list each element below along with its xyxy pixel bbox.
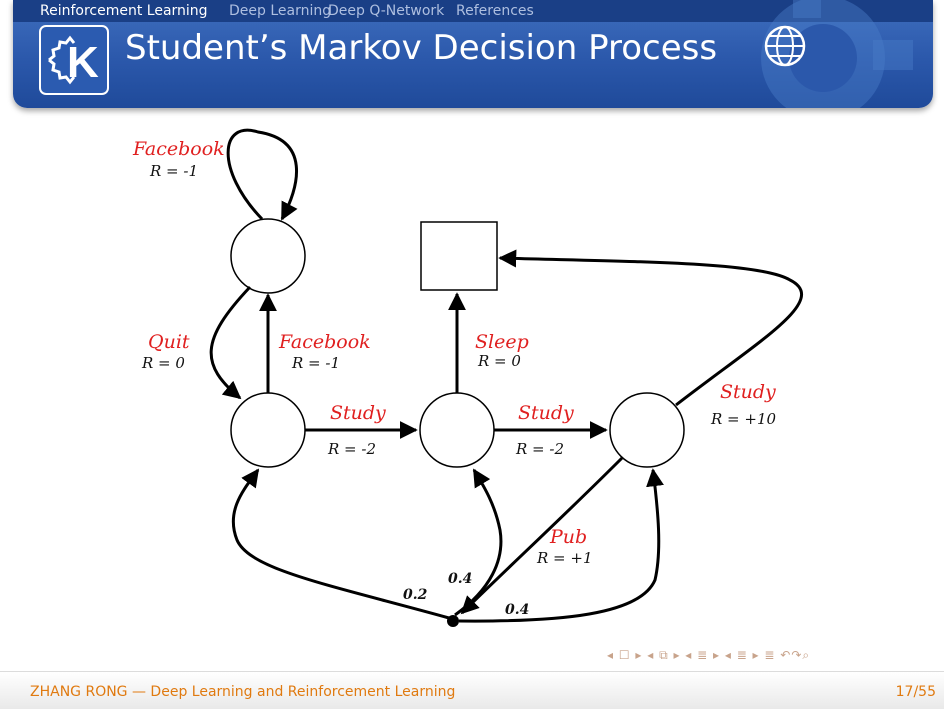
- label-study-2: Study: [518, 402, 574, 424]
- slide-footer: ZHANG RONG — Deep Learning and Reinforce…: [0, 671, 944, 709]
- beamer-navigation-controls[interactable]: ◂ ☐ ▸ ◂ ⧉ ▸ ◂ ≣ ▸ ◂ ≣ ▸ ≣ ↶↷⌕: [607, 648, 811, 662]
- state-facebook: [230, 218, 306, 294]
- pub-chance-node: [447, 615, 459, 627]
- state-class-2: [419, 392, 495, 468]
- reward-quit: R = 0: [141, 354, 185, 372]
- label-study-3: Study: [720, 381, 776, 403]
- footer-page-number: 17/55: [895, 684, 936, 700]
- edge-prob-to-class-3: [458, 468, 664, 623]
- nav-deep-learning[interactable]: Deep Learning: [229, 3, 332, 19]
- label-facebook-mid: Facebook: [278, 331, 371, 353]
- label-quit: Quit: [148, 331, 190, 353]
- prob-left: 0.2: [403, 587, 428, 603]
- prob-mid: 0.4: [448, 571, 472, 587]
- edge-pub: [460, 456, 624, 615]
- reward-study-1: R = -2: [327, 440, 376, 458]
- label-pub: Pub: [549, 526, 587, 548]
- edge-quit: [209, 285, 252, 400]
- globe-icon: [764, 25, 806, 67]
- reward-sleep: R = 0: [477, 352, 521, 370]
- state-class-1: [230, 392, 306, 468]
- label-study-1: Study: [330, 402, 386, 424]
- slide-header: Reinforcement Learning Deep Learning Dee…: [13, 0, 933, 108]
- nav-references[interactable]: References: [456, 3, 534, 19]
- label-facebook-top: Facebook: [132, 138, 225, 160]
- reward-study-2: R = -2: [515, 440, 564, 458]
- reward-facebook-top: R = -1: [149, 162, 198, 180]
- prob-right: 0.4: [505, 602, 529, 618]
- edge-prob-to-class-2: [454, 468, 503, 617]
- state-class-3: [609, 392, 685, 468]
- footer-author-title: ZHANG RONG — Deep Learning and Reinforce…: [30, 684, 456, 700]
- section-nav: Reinforcement Learning Deep Learning Dee…: [13, 0, 933, 22]
- edge-study-3: [498, 249, 804, 407]
- reward-pub: R = +1: [536, 549, 593, 567]
- reward-facebook-mid: R = -1: [291, 354, 340, 372]
- reward-study-3: R = +10: [710, 410, 777, 428]
- nav-reinforcement-learning[interactable]: Reinforcement Learning: [40, 3, 208, 19]
- kde-logo-letter: K: [67, 38, 99, 87]
- label-sleep: Sleep: [475, 331, 529, 353]
- slide-title: Student’s Markov Decision Process: [125, 28, 718, 68]
- edge-facebook-self-loop: [226, 128, 298, 221]
- nav-deep-q-network[interactable]: Deep Q-Network: [328, 3, 445, 19]
- edge-prob-to-class-1: [231, 468, 450, 620]
- terminal-state-sleep: [420, 221, 498, 291]
- gear-decoration-icon: [761, 0, 913, 108]
- kde-logo-icon: K: [39, 25, 109, 95]
